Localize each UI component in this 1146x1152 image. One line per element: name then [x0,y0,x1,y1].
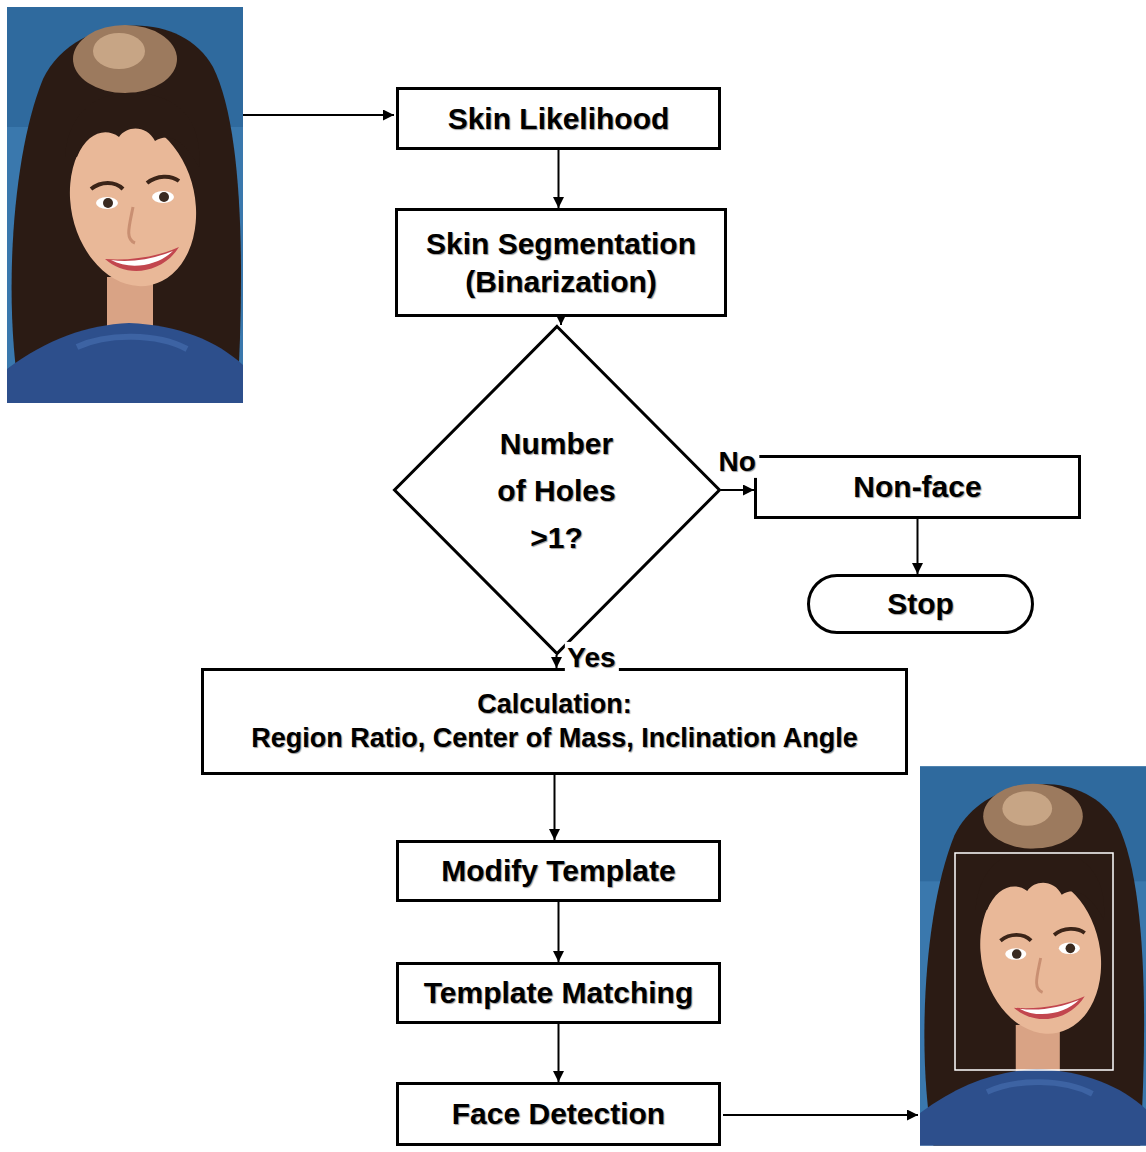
box-label: Region Ratio, Center of Mass, Inclinatio… [251,722,858,756]
box-label: Number of Holes >1? [487,420,627,561]
diamond-shape [394,327,719,654]
box-label: Stop [887,585,954,623]
process-box: Non-face [754,455,1081,519]
box-label: Skin Likelihood [448,100,670,138]
box-label: Non-face [853,468,981,506]
process-box: Calculation:Region Ratio, Center of Mass… [201,668,908,775]
box-label: Face Detection [452,1095,665,1133]
flow-arrow [721,489,755,491]
output-photo [920,766,1146,1145]
process-box: Modify Template [396,840,721,902]
box-heading: Calculation: [477,688,632,722]
flow-arrow [558,150,560,208]
flow-arrow [558,1024,560,1082]
process-box: Skin Segmentation (Binarization) [395,208,727,317]
decision-diamond: Number of Holes >1? [393,325,721,655]
flow-arrow [917,519,919,574]
flow-arrow [560,317,562,325]
input-photo [7,7,243,403]
process-box: Skin Likelihood [396,87,721,150]
process-box: Face Detection [396,1082,721,1146]
terminal-box: Stop [807,574,1034,634]
edge-label: No [716,446,759,478]
face-bounding-box [955,853,1113,1070]
process-box: Template Matching [396,962,721,1024]
flow-arrow [556,655,558,668]
box-label: Template Matching [424,974,693,1012]
flow-arrow [558,902,560,962]
edge-label: Yes [564,641,618,673]
input-arrow [243,114,394,116]
flow-arrow [554,775,556,840]
output-arrow [723,1114,918,1116]
box-label: Modify Template [441,852,675,890]
box-label: Skin Segmentation (Binarization) [410,225,712,300]
